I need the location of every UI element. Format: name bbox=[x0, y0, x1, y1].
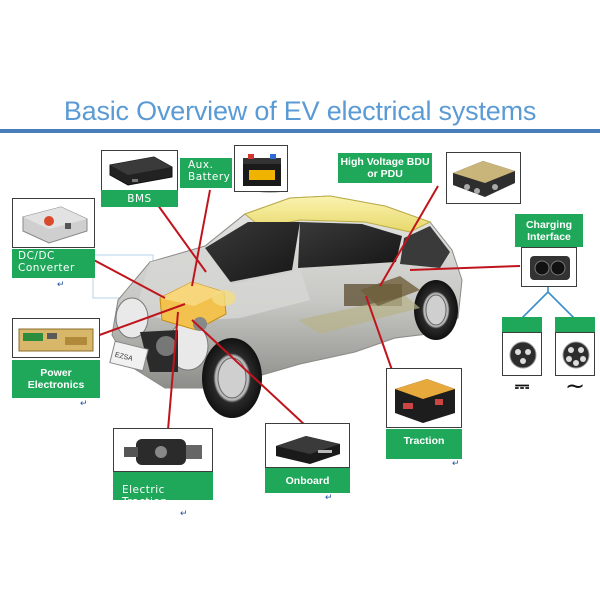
bms-label: BMS bbox=[101, 190, 178, 207]
charging-connectors bbox=[521, 286, 575, 319]
aux-battery-label: Aux. Battery bbox=[180, 158, 232, 188]
dcdc-image bbox=[12, 198, 95, 248]
dc-port-tab bbox=[502, 317, 542, 332]
onboard-image bbox=[265, 423, 350, 468]
title-rule bbox=[0, 129, 600, 133]
leader-lines bbox=[89, 185, 521, 431]
ac-port-tab bbox=[555, 317, 595, 332]
hv-bdu-image bbox=[446, 152, 521, 204]
dc-port-image bbox=[502, 332, 542, 376]
svg-text:EZSA: EZSA bbox=[114, 352, 134, 363]
return-mark: ↵ bbox=[80, 398, 88, 408]
charging-interface-image bbox=[521, 247, 577, 287]
onboard-label: Onboard bbox=[265, 468, 350, 493]
page-title: Basic Overview of EV electrical systems bbox=[63, 96, 537, 126]
electric-traction-label: Electric Traction bbox=[113, 472, 213, 500]
aux-battery-image bbox=[234, 145, 288, 192]
return-mark: ↵ bbox=[325, 492, 333, 502]
hv-bdu-label: High Voltage BDU or PDU bbox=[338, 153, 432, 183]
ac-symbol: ~ bbox=[564, 372, 586, 400]
dc-symbol: ⎓ bbox=[514, 376, 530, 397]
ac-port-image bbox=[555, 332, 595, 376]
power-electronics-label: Power Electronics bbox=[12, 360, 100, 398]
traction-battery-image bbox=[386, 368, 462, 428]
dcdc-label: DC/DC Converter bbox=[12, 249, 95, 278]
traction-label: Traction bbox=[386, 429, 462, 459]
car-body: EZSA bbox=[109, 187, 463, 418]
return-mark: ↵ bbox=[452, 458, 460, 468]
bms-image bbox=[101, 150, 178, 192]
power-electronics-image bbox=[12, 318, 100, 358]
electric-traction-image bbox=[113, 428, 213, 472]
return-mark: ↵ bbox=[180, 508, 188, 518]
charging-interface-label: Charging Interface bbox=[515, 214, 583, 247]
return-mark: ↵ bbox=[57, 279, 65, 289]
